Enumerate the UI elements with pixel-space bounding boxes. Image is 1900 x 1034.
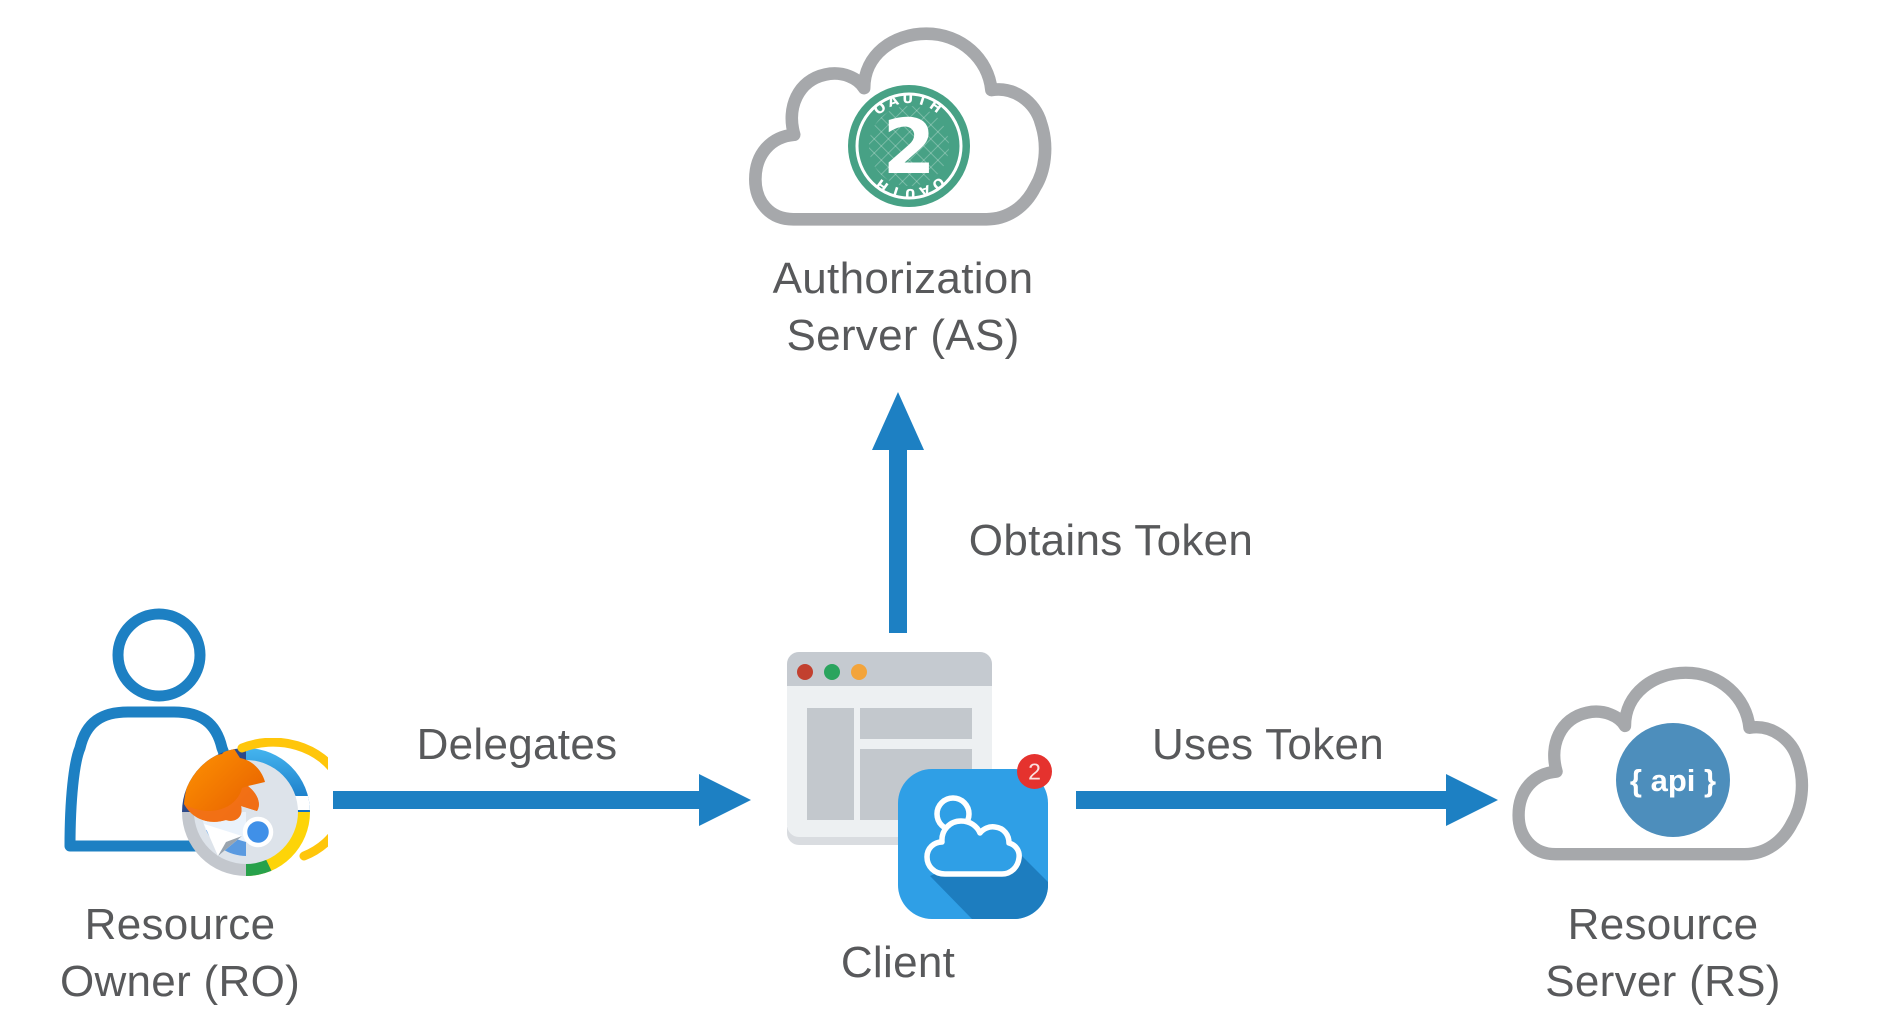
resource-server-label-line1: Resource bbox=[1567, 900, 1759, 949]
notification-count: 2 bbox=[1028, 759, 1041, 785]
notification-badge bbox=[1017, 754, 1052, 789]
ie-swoosh-icon bbox=[237, 738, 328, 861]
resource-owner-label-line2: Owner (RO) bbox=[59, 957, 301, 1006]
obtains-token-arrow bbox=[872, 392, 924, 633]
browser-sidebar-block bbox=[807, 708, 854, 820]
resource-server-label-line2: Server (RS) bbox=[1545, 957, 1781, 1006]
authorization-server-label-line1: Authorization bbox=[772, 254, 1034, 303]
browser-mashup-icon bbox=[182, 738, 328, 876]
oauth2-badge-icon: 2 OAUTH OAUTH bbox=[848, 85, 970, 207]
client-label: Client bbox=[840, 938, 956, 987]
oauth-number: 2 bbox=[883, 102, 936, 191]
green-dot-icon bbox=[824, 664, 840, 680]
authorization-server-label-line2: Server (AS) bbox=[786, 311, 1020, 360]
uses-token-label: Uses Token bbox=[1151, 720, 1385, 769]
cloud-app-icon: 2 bbox=[898, 754, 1052, 919]
resource-owner-label-line1: Resource bbox=[84, 900, 276, 949]
api-badge-icon: { api } bbox=[1616, 723, 1730, 837]
api-text: { api } bbox=[1630, 763, 1716, 798]
browser-content-block-top bbox=[860, 708, 972, 739]
red-dot-icon bbox=[797, 664, 813, 680]
obtains-token-label: Obtains Token bbox=[968, 516, 1254, 565]
delegates-arrow bbox=[333, 774, 751, 826]
orange-dot-icon bbox=[851, 664, 867, 680]
resource-owner-label: Resource Owner (RO) bbox=[30, 896, 330, 1010]
person-icon bbox=[64, 608, 238, 852]
uses-token-arrow bbox=[1076, 774, 1498, 826]
cloud-glyph-icon bbox=[924, 818, 1022, 877]
browser-window-titlebar bbox=[787, 652, 992, 686]
delegates-label: Delegates bbox=[416, 720, 618, 769]
authorization-server-label: Authorization Server (AS) bbox=[703, 250, 1103, 364]
resource-server-label: Resource Server (RS) bbox=[1513, 896, 1813, 1010]
